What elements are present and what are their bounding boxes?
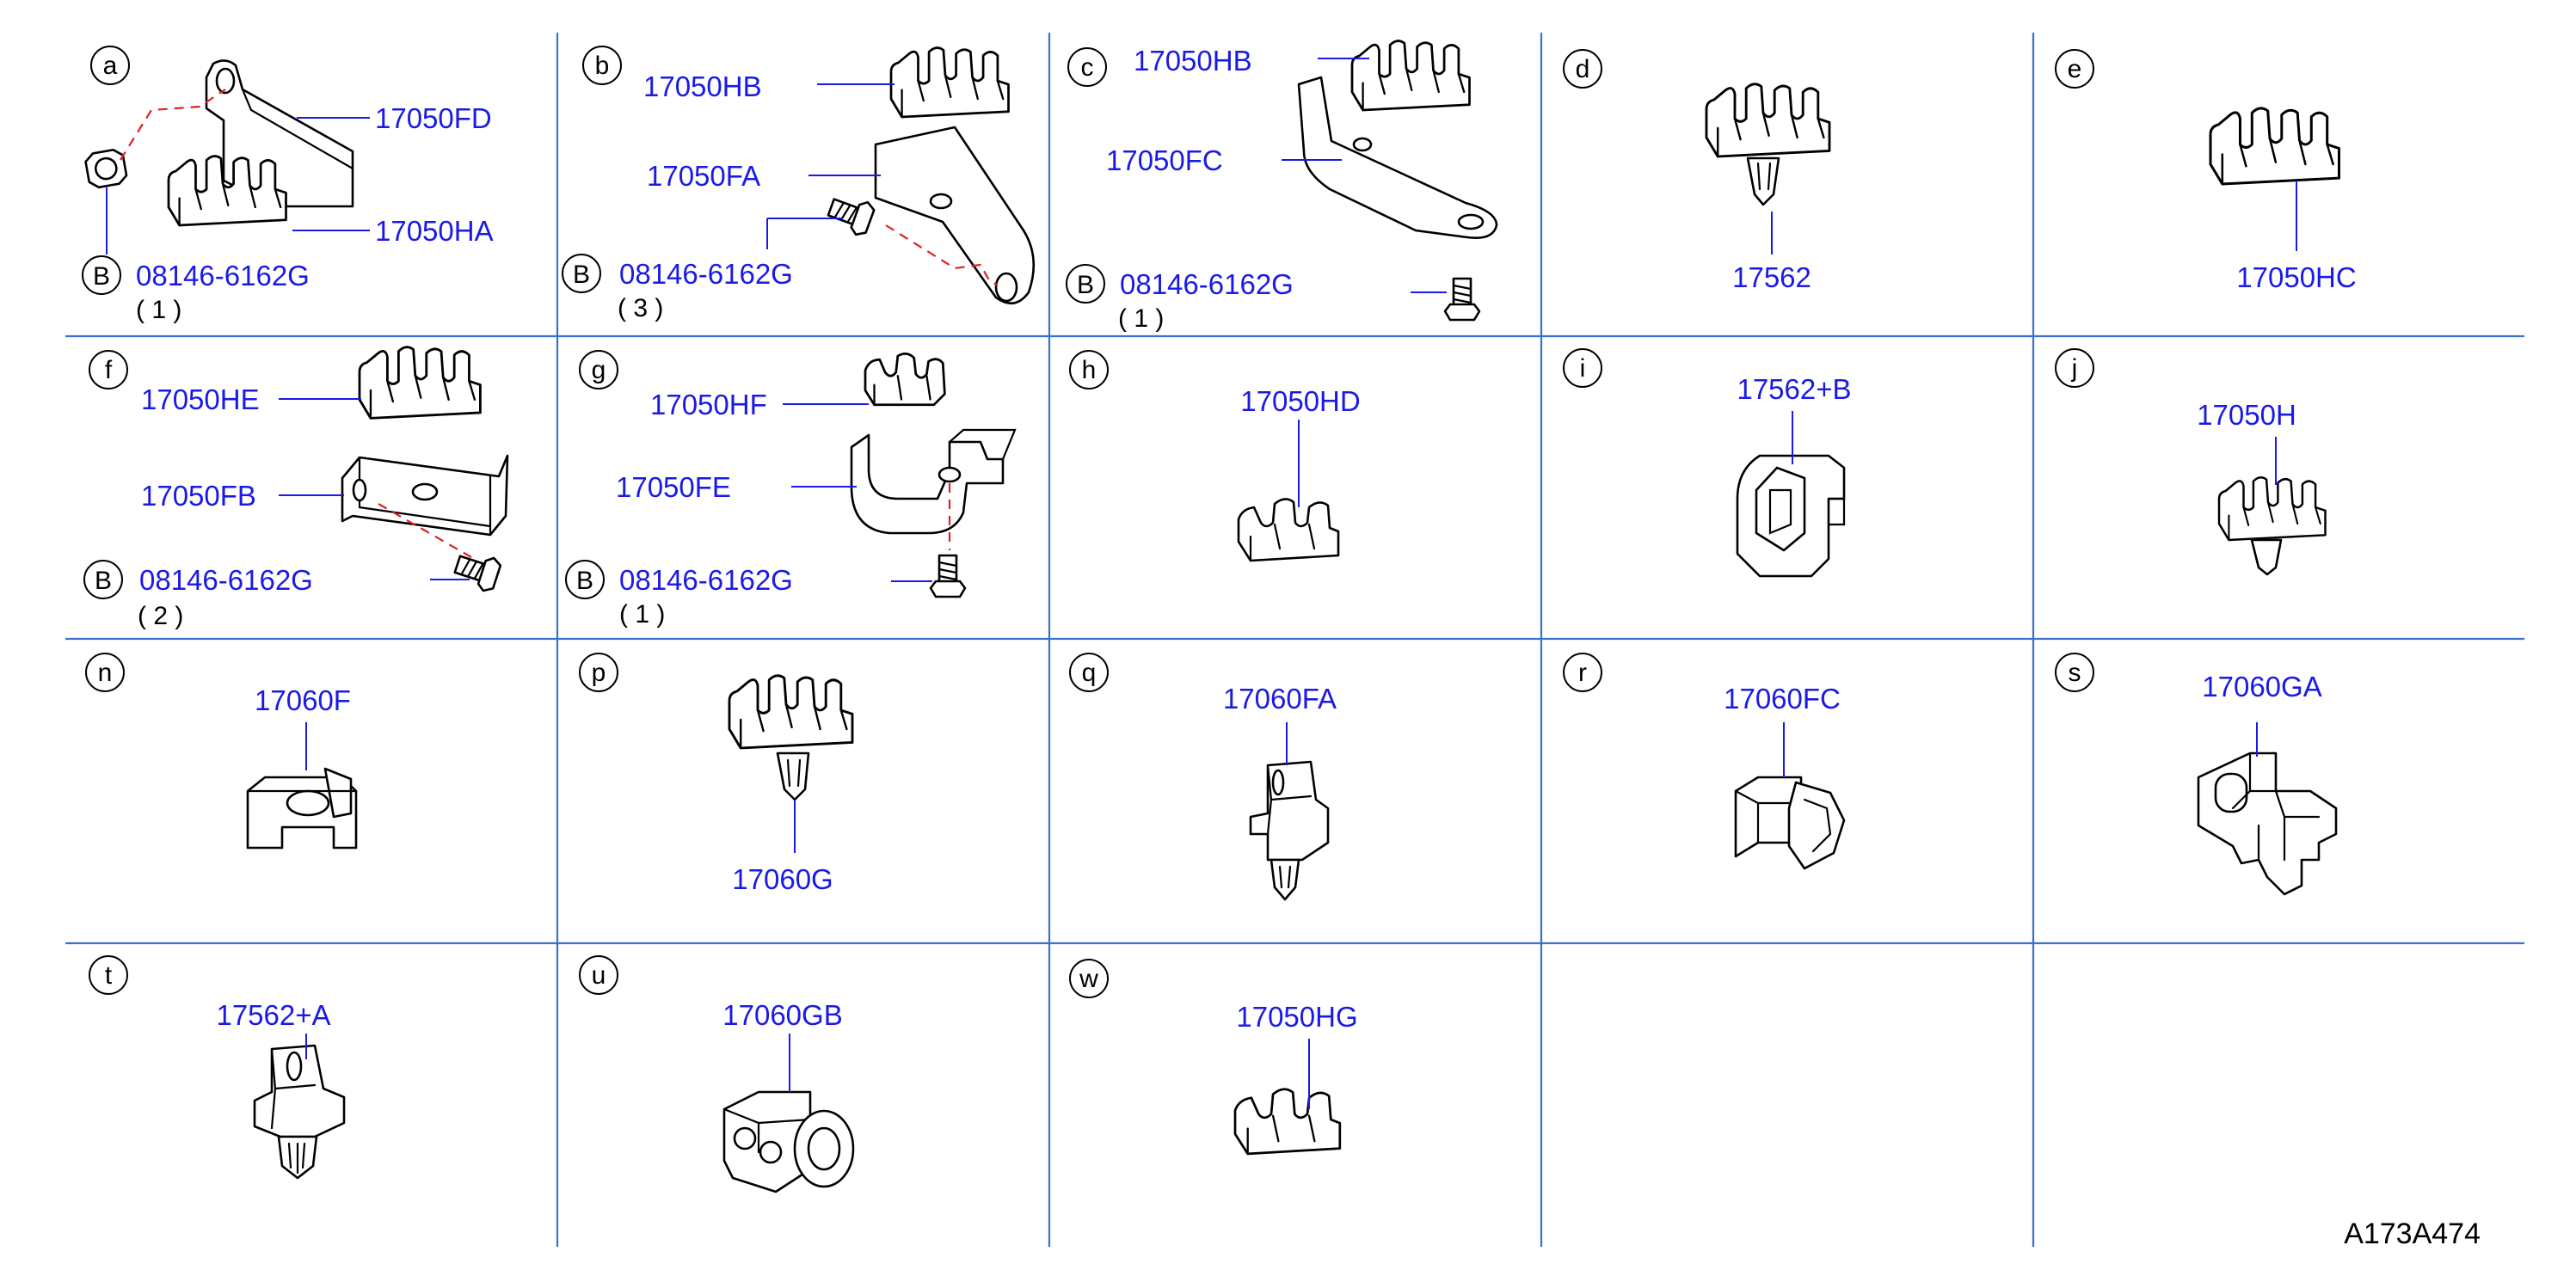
clamp-17050hb bbox=[889, 46, 1010, 119]
clip-17060fa bbox=[1249, 760, 1330, 901]
cell-q: q 17060FA bbox=[1069, 653, 1337, 901]
part-number: 17562+B bbox=[1737, 373, 1851, 405]
part-number: 17050FD bbox=[375, 102, 492, 134]
bracket-17050fe bbox=[850, 433, 1005, 535]
clip-17562-a bbox=[253, 1044, 346, 1180]
cell-s: s 17060GA bbox=[2055, 653, 2338, 896]
clip-17050hf bbox=[864, 353, 946, 407]
quantity: ( 3 ) bbox=[618, 294, 663, 322]
cell-t: t 17562+A bbox=[89, 955, 346, 1180]
cell-letter: q bbox=[1082, 659, 1097, 687]
grid bbox=[65, 33, 2524, 1247]
cell-letter: u bbox=[592, 961, 606, 990]
part-number: 17050HB bbox=[1134, 45, 1252, 77]
bolt-part-number: 08146-6162G bbox=[139, 564, 313, 596]
cell-letter: j bbox=[2071, 354, 2078, 383]
bolt-part-number: 08146-6162G bbox=[619, 258, 793, 290]
part-number: 17562 bbox=[1732, 261, 1811, 293]
bolt-ref-letter: B bbox=[93, 262, 110, 291]
cell-letter: h bbox=[1082, 356, 1097, 384]
cell-a: a 17050FD 17050HA B 08146-6162G ( 1 ) bbox=[82, 46, 494, 324]
cell-letter: g bbox=[592, 356, 606, 384]
part-number: 17050HF bbox=[650, 389, 767, 420]
part-number: 17050HG bbox=[1236, 1001, 1357, 1033]
part-number: 17060FA bbox=[1223, 683, 1337, 715]
figure-reference: A173A474 bbox=[2344, 1218, 2481, 1250]
part-number: 17562+A bbox=[216, 999, 330, 1031]
cell-p: p 17060G bbox=[579, 653, 854, 895]
cell-letter: b bbox=[595, 52, 610, 80]
cell-e: e 17050HC bbox=[2055, 49, 2357, 293]
part-number: 17060GA bbox=[2202, 671, 2321, 702]
cell-letter: i bbox=[1580, 354, 1586, 383]
cell-d: d 17562 bbox=[1563, 49, 1831, 293]
part-number: 17050HB bbox=[643, 71, 762, 102]
part-number: 17050FB bbox=[141, 480, 256, 512]
bolt-ref-letter: B bbox=[573, 261, 590, 289]
part-number: 17060G bbox=[732, 863, 833, 895]
cell-r: r 17060FC bbox=[1563, 653, 1846, 870]
cell-h: h 17050HD bbox=[1069, 350, 1361, 562]
clamp-17050hd bbox=[1237, 498, 1340, 562]
part-number: 17050FE bbox=[616, 471, 731, 503]
cell-letter: f bbox=[105, 356, 113, 384]
cell-j: j 17050H bbox=[2055, 348, 2327, 576]
cell-w: w 17050HG bbox=[1069, 959, 1358, 1156]
part-number: 17050FC bbox=[1106, 144, 1223, 176]
bracket-17050fa bbox=[874, 126, 1036, 304]
clip-17060gb bbox=[722, 1090, 855, 1193]
cell-letter: a bbox=[103, 52, 118, 80]
cell-letter: t bbox=[105, 961, 113, 990]
bolt-ref-letter: B bbox=[95, 567, 112, 595]
part-number: 17060F bbox=[255, 684, 351, 716]
part-number: 17050HD bbox=[1240, 385, 1360, 417]
quantity: ( 1 ) bbox=[1118, 304, 1164, 333]
clamp-17050hg bbox=[1233, 1088, 1342, 1156]
part-number: 17050HE bbox=[141, 383, 260, 415]
clip-17060g bbox=[728, 674, 854, 750]
cell-letter: n bbox=[98, 659, 113, 687]
clip-17060f bbox=[246, 767, 358, 850]
quantity: ( 1 ) bbox=[136, 296, 181, 324]
cell-letter: s bbox=[2069, 659, 2081, 687]
cell-letter: d bbox=[1576, 55, 1590, 83]
cell-c: c 17050HB 17050FC B 08146-6162G ( 1 ) bbox=[1066, 40, 1498, 333]
cell-i: i 17562+B bbox=[1563, 348, 1852, 578]
bolt-part-number: 08146-6162G bbox=[136, 260, 310, 291]
cell-letter: w bbox=[1079, 965, 1098, 993]
bolt-part-number: 08146-6162G bbox=[619, 564, 793, 596]
cell-n: n 17060F bbox=[85, 653, 358, 850]
part-number: 17060FC bbox=[1724, 683, 1841, 715]
cell-letter: r bbox=[1578, 659, 1587, 687]
cell-letter: e bbox=[2068, 55, 2082, 83]
cell-letter: c bbox=[1081, 53, 1094, 82]
part-number: 17050HC bbox=[2236, 261, 2356, 293]
clamp-17050hc bbox=[2209, 107, 2340, 186]
cell-g: g 17050HF 17050FE B 08146-6162G ( 1 ) bbox=[565, 350, 1017, 629]
quantity: ( 1 ) bbox=[619, 600, 665, 629]
clip-17060fc bbox=[1734, 776, 1846, 870]
clamp-17050hb bbox=[1350, 40, 1471, 112]
part-number: 17050H bbox=[2197, 399, 2296, 431]
bolt-ref-letter: B bbox=[576, 567, 593, 595]
cell-letter: p bbox=[592, 659, 606, 687]
part-number: 17050HA bbox=[375, 215, 494, 247]
clip-17562-b bbox=[1736, 454, 1846, 578]
bolt-part-number: 08146-6162G bbox=[1120, 268, 1294, 300]
clip-17060ga bbox=[2197, 751, 2338, 896]
clamp-17050he bbox=[358, 346, 482, 420]
bracket-17050fc bbox=[1297, 76, 1498, 239]
clip-17050h bbox=[2217, 476, 2327, 542]
cell-u: u 17060GB bbox=[579, 955, 855, 1193]
quantity: ( 2 ) bbox=[138, 602, 183, 630]
cell-b: b 17050HB 17050FA B 08146-6162G ( 3 ) bbox=[562, 46, 1036, 322]
bolt-ref-letter: B bbox=[1077, 271, 1094, 299]
clip-17562 bbox=[1705, 83, 1831, 158]
part-number: 17050FA bbox=[647, 160, 760, 192]
part-number: 17060GB bbox=[722, 999, 842, 1031]
cell-f: f 17050HE 17050FB B 08146-6162G ( 2 ) bbox=[83, 346, 509, 630]
